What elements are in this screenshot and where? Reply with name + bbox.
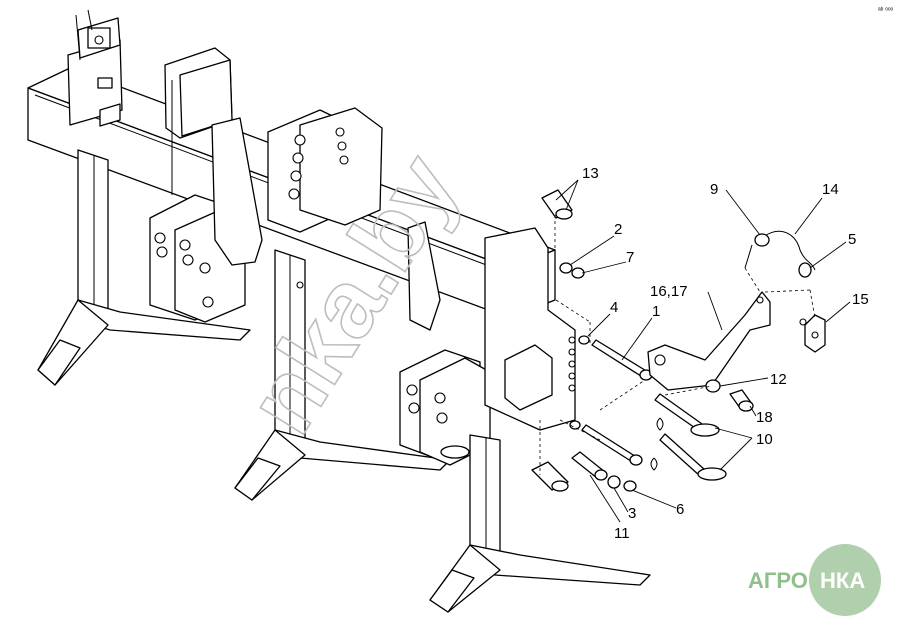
callout-12: 12 — [770, 371, 787, 388]
shank-right — [429, 434, 651, 613]
bracket-15 — [799, 314, 826, 353]
callout-7: 7 — [626, 249, 634, 266]
logo-circle — [809, 544, 881, 616]
washer-3 — [607, 475, 621, 489]
pin-10-lower — [650, 433, 727, 481]
depth-bracket-16-17 — [647, 291, 771, 391]
chain-14 — [744, 230, 816, 271]
washer-7 — [571, 267, 585, 279]
nut-4 — [578, 335, 590, 345]
callout-11: 11 — [614, 525, 630, 542]
nut-12 — [705, 379, 721, 393]
callout-3: 3 — [628, 505, 636, 522]
callout-13: 13 — [582, 165, 599, 182]
leader-lines — [555, 179, 851, 523]
clamp-bracket-left — [149, 117, 263, 323]
callout-9: 9 — [710, 181, 718, 198]
nut-2 — [559, 262, 573, 274]
agronka-logo: АГРО НКА — [748, 544, 881, 616]
washer-lower — [569, 420, 581, 430]
logo-left-text: АГРО — [748, 568, 808, 593]
callout-numbers: 13 2 7 4 1 16,17 9 14 5 15 12 18 10 6 3 … — [582, 165, 869, 542]
right-mounting-plate — [407, 221, 576, 431]
bushing-13-lower — [531, 461, 569, 492]
lock-9 — [754, 233, 770, 247]
callout-16-17: 16,17 — [650, 283, 688, 300]
bolt-1 — [591, 339, 653, 381]
callout-18: 18 — [756, 409, 773, 426]
corner-mark: ᵃᵇ ᵒᵒᵒ — [878, 7, 893, 14]
assembly-dashed-lines — [539, 215, 816, 475]
callout-5: 5 — [848, 231, 856, 248]
bolt-lower — [581, 424, 643, 466]
callout-10: 10 — [756, 431, 773, 448]
callout-15: 15 — [852, 291, 869, 308]
upper-clamp-plates — [267, 107, 383, 233]
center-mast — [164, 47, 233, 195]
shank-left — [37, 149, 251, 386]
bushing-13-upper — [541, 189, 573, 220]
clip-5 — [798, 262, 812, 278]
pin-10-upper — [654, 393, 720, 437]
shank-center — [234, 249, 451, 501]
callout-14: 14 — [822, 181, 839, 198]
bushing-18 — [729, 389, 754, 412]
logo-right-text: НКА — [820, 568, 865, 593]
pin-11 — [571, 451, 608, 481]
callout-1: 1 — [652, 303, 660, 320]
ring-6 — [623, 480, 637, 492]
callout-6: 6 — [676, 501, 684, 518]
left-hitch-mast — [67, 9, 123, 127]
callout-2: 2 — [614, 221, 622, 238]
callout-4: 4 — [610, 299, 618, 316]
